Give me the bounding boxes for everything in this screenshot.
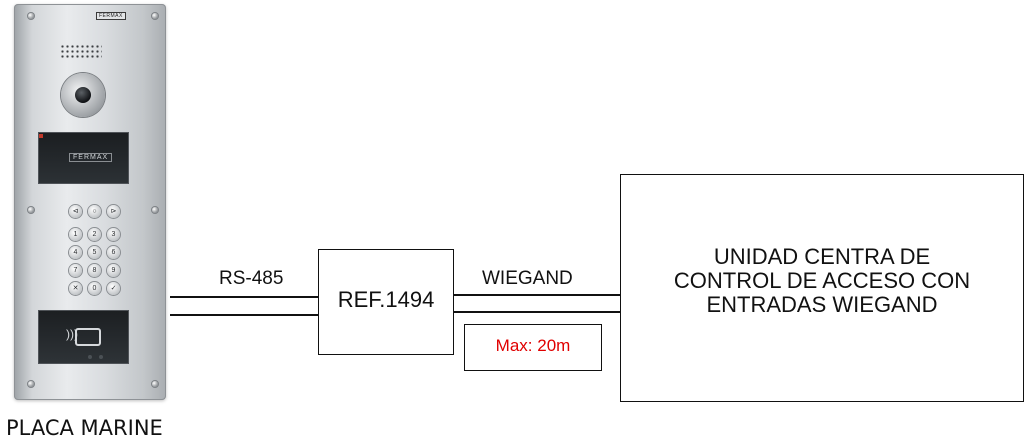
card-icon (75, 328, 101, 346)
device-name: PLACA MARINE (6, 416, 163, 440)
keypad-button: 0 (88, 282, 101, 295)
keypad-button: 4 (69, 246, 82, 259)
controller-label-line: ENTRADAS WIEGAND (706, 292, 938, 317)
screw-icon (28, 207, 34, 213)
camera-icon (61, 73, 105, 117)
controller-label-line: UNIDAD CENTRA DE (713, 244, 931, 269)
reader-led (99, 355, 103, 359)
wiegand-label: WIEGAND (482, 268, 573, 289)
max-distance-box (464, 324, 602, 371)
keypad-button: 8 (88, 264, 101, 277)
brand-badge: FERMAX (96, 12, 126, 20)
converter-box (318, 249, 454, 355)
keypad-button: 5 (88, 246, 101, 259)
card-reader (39, 311, 128, 363)
speaker-grille (60, 44, 102, 60)
display-brand: FERMAX (69, 153, 113, 162)
screw-icon (28, 381, 34, 387)
status-led (39, 134, 43, 138)
controller-label: UNIDAD CENTRA DE CONTROL DE ACCESO CON E… (620, 245, 1024, 317)
reader-led (88, 355, 92, 359)
screw-icon (152, 207, 158, 213)
keypad-button: 7 (69, 264, 82, 277)
max-distance-label: Max: 20m (495, 336, 571, 355)
keypad-button: ✓ (107, 282, 120, 295)
keypad-button: 6 (107, 246, 120, 259)
keypad-button: ⊲ (69, 205, 82, 218)
converter-label: REF.1494 (337, 287, 435, 312)
controller-box (620, 174, 1024, 402)
screw-icon (152, 13, 158, 19)
rs485-wire-top (170, 296, 318, 298)
controller-label-line: CONTROL DE ACCESO CON (673, 268, 971, 293)
keypad-button: ○ (88, 205, 101, 218)
screw-icon (152, 381, 158, 387)
keypad-button: 2 (88, 228, 101, 241)
wiegand-wire-top (453, 294, 620, 296)
rs485-label: RS-485 (219, 268, 284, 289)
panel-display (39, 133, 128, 183)
keypad-button: ✕ (69, 282, 82, 295)
rs485-wire-bottom (170, 314, 318, 316)
keypad-button: 1 (69, 228, 82, 241)
wiegand-wire-bottom (453, 311, 620, 313)
camera-lens (75, 87, 91, 103)
screw-icon (28, 13, 34, 19)
keypad-button: ⊳ (107, 205, 120, 218)
keypad-button: 9 (107, 264, 120, 277)
keypad-button: 3 (107, 228, 120, 241)
